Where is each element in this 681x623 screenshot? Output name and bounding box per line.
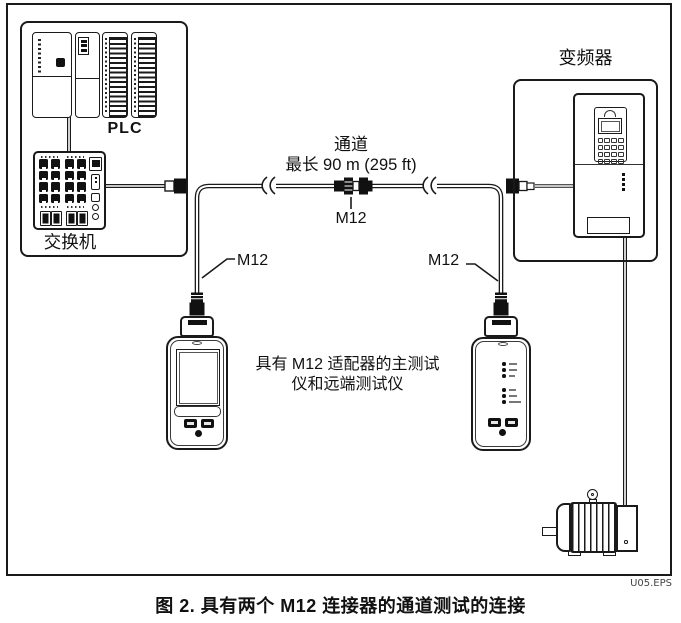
vfd-keypad — [594, 107, 627, 165]
switch-power-connector2-icon — [92, 213, 99, 220]
m12-left-label: M12 — [237, 252, 269, 269]
tester-note: 具有 M12 适配器的主测试 仪和远端测试仪 — [240, 355, 455, 394]
eps-filename: U05.EPS — [630, 578, 672, 589]
vfd-keypad-buttons — [597, 138, 624, 165]
plc-cpu-port-icon — [56, 58, 65, 67]
remote-tester-m12-connector-icon — [493, 292, 509, 316]
remote-tester-speaker-icon — [498, 341, 508, 346]
vfd-enclosure — [513, 79, 658, 262]
switch-uplink-port-icon — [89, 157, 102, 171]
plc-comm-module — [75, 32, 100, 118]
main-tester-m12-connector-icon — [189, 292, 205, 316]
switch-aux-port-icon — [91, 193, 100, 202]
main-tester-speaker-icon — [192, 340, 202, 345]
motor-body — [570, 502, 617, 553]
switch-label: 交换机 — [43, 232, 97, 252]
main-tester-button-right — [201, 419, 214, 428]
switch-console-port-icon — [91, 174, 100, 190]
motor-end-bell — [556, 503, 571, 552]
plc-io-module-1 — [102, 32, 128, 118]
plc-io-module-2 — [131, 32, 157, 118]
switch-port-bank-right — [65, 159, 86, 203]
m12-right-label: M12 — [428, 252, 460, 269]
remote-tester-m12-adapter — [484, 316, 518, 337]
plc-comm-header — [78, 37, 89, 55]
plc-cpu-module — [32, 32, 72, 118]
switch-patch-cable — [104, 178, 187, 194]
vfd-terminal-cover — [587, 217, 630, 234]
plc-label: PLC — [107, 120, 143, 137]
main-tester-screen — [176, 349, 220, 406]
m12-right-leader — [466, 263, 499, 282]
figure-caption: 图 2. 具有两个 M12 连接器的通道测试的连接 — [155, 596, 526, 616]
cable-break-mark-left — [261, 176, 276, 195]
vfd-plug-tip-icon — [506, 178, 519, 194]
ethernet-switch — [33, 151, 106, 230]
m12-left-leader — [201, 258, 235, 279]
vfd-keypad-dome-icon — [604, 109, 616, 117]
tester-note-line1: 具有 M12 适配器的主测试 — [255, 356, 440, 373]
main-tester — [166, 336, 228, 450]
vfd-drive — [573, 93, 645, 238]
channel-title: 通道 — [334, 135, 368, 154]
control-cabinet-enclosure — [20, 21, 188, 257]
motor-terminal-box — [616, 505, 638, 552]
channel-length-label: 最长 90 m (295 ft) — [285, 156, 417, 174]
main-tester-button-left — [184, 419, 197, 428]
main-tester-power-button — [195, 430, 202, 437]
m12-coupler-icon — [334, 177, 373, 209]
vfd-patch-cable — [506, 178, 576, 194]
remote-tester-button-left — [488, 418, 501, 427]
remote-tester — [471, 337, 531, 451]
m12-middle-label: M12 — [335, 210, 367, 227]
main-tester-bezel — [174, 406, 221, 417]
remote-tester-button-right — [505, 418, 518, 427]
switch-plug-tip-icon — [174, 178, 187, 194]
tester-note-line2: 仪和远端测试仪 — [291, 375, 404, 393]
remote-tester-power-button — [499, 429, 506, 436]
switch-port-bank-left — [39, 159, 60, 203]
main-tester-m12-adapter — [180, 316, 214, 337]
vfd-display — [598, 118, 622, 134]
switch-power-connector-icon — [92, 204, 99, 211]
cable-break-mark-right — [422, 176, 437, 195]
diagram-frame — [6, 3, 672, 576]
vfd-label: 变频器 — [558, 48, 613, 68]
